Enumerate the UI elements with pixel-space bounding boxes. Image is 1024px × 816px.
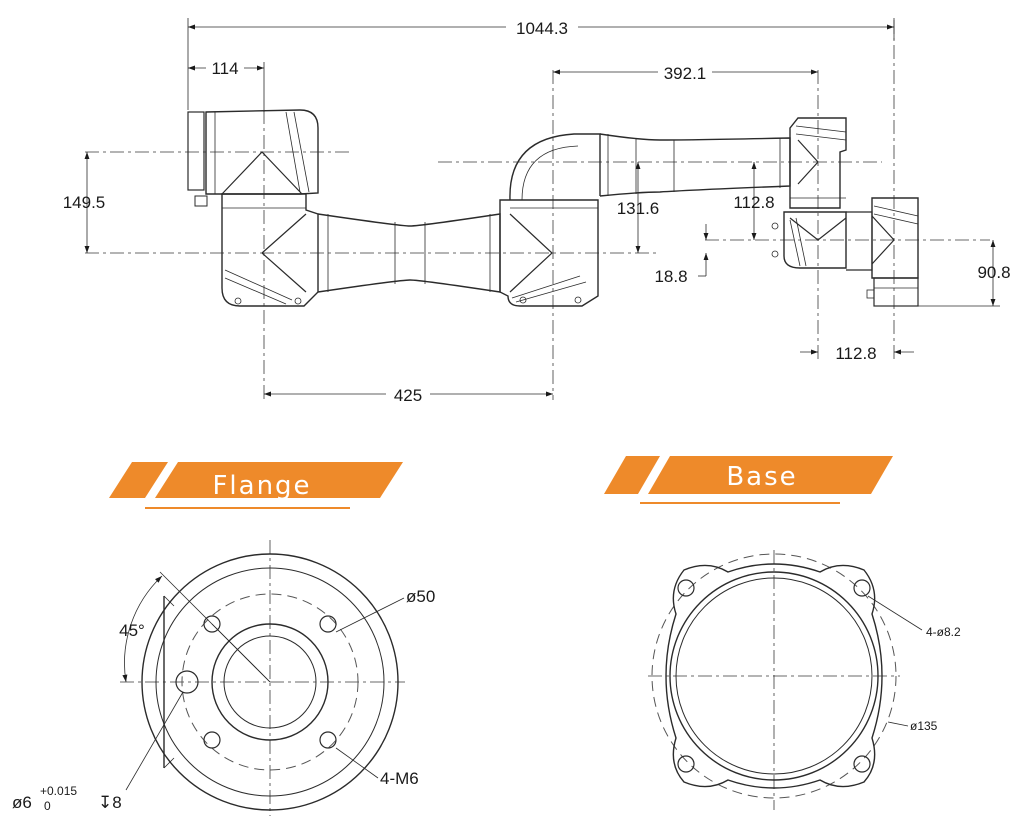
dim-flange-offset: 114 (211, 59, 238, 78)
dim-shoulder-offset: 18.8 (654, 267, 687, 286)
dimension-lines (84, 18, 1000, 397)
base-joint (187, 109, 319, 207)
flange-view: 45° ø50 4-M6 ø6 +0.015 0 ↧8 (12, 540, 435, 816)
wrist-joint-2 (771, 211, 873, 271)
flange-diameter-label: ø50 (406, 587, 435, 606)
wrist-joint-1 (789, 117, 847, 209)
elbow-cover (509, 133, 601, 201)
dim-base-height: 149.5 (63, 193, 106, 212)
wrist-joint-3 (866, 197, 919, 307)
robot-arm-side-view: 1044.3 114 392.1 149.5 131.6 112.8 18.8 … (63, 18, 1011, 405)
pin-tolerance-upper: +0.015 (40, 784, 77, 798)
dim-upper-arm-length: 425 (394, 386, 422, 405)
flange-angle-label: 45° (119, 621, 145, 640)
forearm-link (599, 133, 791, 197)
flange-threads-label: 4-M6 (380, 769, 419, 788)
base-banner: Base (604, 456, 893, 504)
elbow-joint (499, 199, 599, 307)
pin-tolerance-lower: 0 (44, 799, 51, 813)
shoulder-joint (221, 193, 319, 307)
base-view: 4-ø8.2 ø135 (648, 550, 961, 810)
flange-banner: Flange (109, 462, 403, 509)
dim-wrist-offset-a: 112.8 (733, 193, 774, 212)
dim-wrist-height: 90.8 (977, 263, 1010, 282)
dim-overall-length: 1044.3 (516, 19, 568, 38)
flange-title: Flange (212, 471, 311, 501)
pin-diameter: ø6 (12, 793, 32, 812)
pin-depth: ↧8 (98, 793, 122, 812)
base-pcd-label: ø135 (910, 719, 938, 733)
base-holes-label: 4-ø8.2 (926, 625, 961, 639)
pin-hole-callout: ø6 +0.015 0 ↧8 (12, 784, 122, 813)
dim-elbow-offset: 131.6 (617, 199, 660, 218)
base-title: Base (726, 462, 797, 492)
dimension-labels: 1044.3 114 392.1 149.5 131.6 112.8 18.8 … (63, 19, 1011, 405)
dim-wrist-offset-b: 112.8 (835, 344, 876, 363)
dim-forearm-length: 392.1 (664, 64, 707, 83)
base-mounting-holes (677, 579, 871, 773)
